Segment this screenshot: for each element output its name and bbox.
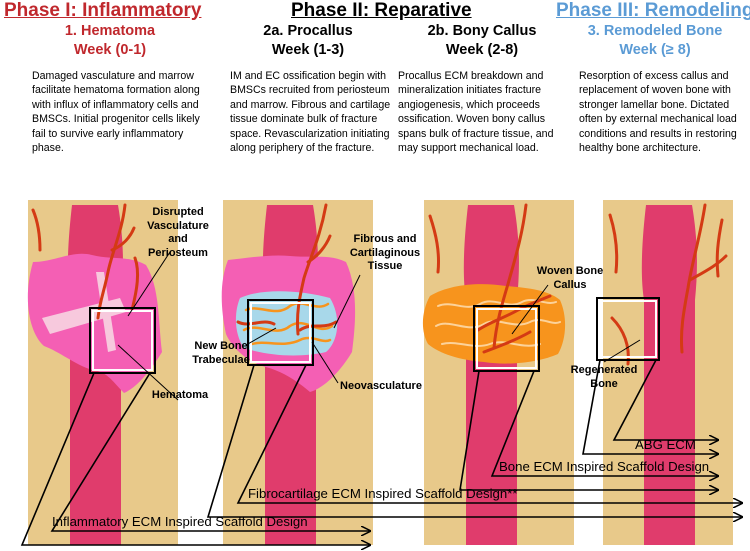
label-fibrous-cartilaginous: Fibrous and Cartilaginous Tissue xyxy=(349,233,421,272)
design-inflammatory-ecm: Inflammatory ECM Inspired Scaffold Desig… xyxy=(52,514,308,529)
design-fibrocartilage-ecm: Fibrocartilage ECM Inspired Scaffold Des… xyxy=(248,486,518,501)
phase-1-title: Phase I: Inflammatory xyxy=(4,0,202,21)
stage-hematoma: 1. Hematoma Week (0-1) xyxy=(20,22,200,60)
description-remodeled-bone: Resorption of excess callus and replacem… xyxy=(579,70,737,155)
phase-3-title: Phase III: Remodeling xyxy=(556,0,750,21)
stage-name: 2b. Bony Callus xyxy=(427,23,537,39)
stage-remodeled-bone: 3. Remodeled Bone Week (≥ 8) xyxy=(565,22,745,60)
stage-bony-callus: 2b. Bony Callus Week (2-8) xyxy=(392,22,572,60)
label-new-bone-trabeculae: New Bone Trabeculae xyxy=(192,340,250,366)
stage-week: Week (2-8) xyxy=(445,42,519,58)
stage-week: Week (0-1) xyxy=(73,42,147,58)
stage-name: 3. Remodeled Bone xyxy=(587,23,723,39)
label-neovasculature: Neovasculature xyxy=(340,380,422,392)
label-woven-bone-callus: Woven Bone Callus xyxy=(536,265,604,291)
label-regenerated-bone: Regenerated Bone xyxy=(570,364,638,390)
label-disrupted-vasculature: Disrupted Vasculature and Periosteum xyxy=(147,206,209,259)
description-hematoma: Damaged vasculature and marrow facilitat… xyxy=(32,70,200,155)
bone-panel-hematoma xyxy=(27,200,179,545)
bone-panel-procallus xyxy=(221,200,373,545)
stage-name: 1. Hematoma xyxy=(64,23,156,39)
design-bone-ecm: Bone ECM Inspired Scaffold Design xyxy=(499,459,710,474)
description-procallus: IM and EC ossification begin with BMSCs … xyxy=(230,70,391,155)
stage-procallus: 2a. Procallus Week (1-3) xyxy=(218,22,398,60)
design-arrows xyxy=(20,359,742,545)
stage-week: Week (≥ 8) xyxy=(619,42,691,58)
stage-name: 2a. Procallus xyxy=(263,23,353,39)
bone-panel-bony-callus xyxy=(422,200,574,545)
description-bony-callus: Procallus ECM breakdown and mineralizati… xyxy=(398,70,554,155)
phase-2-title: Phase II: Reparative xyxy=(291,0,472,21)
design-abg-ecm: ABG ECM xyxy=(635,437,696,452)
stage-week: Week (1-3) xyxy=(271,42,345,58)
label-hematoma: Hematoma xyxy=(151,389,209,401)
